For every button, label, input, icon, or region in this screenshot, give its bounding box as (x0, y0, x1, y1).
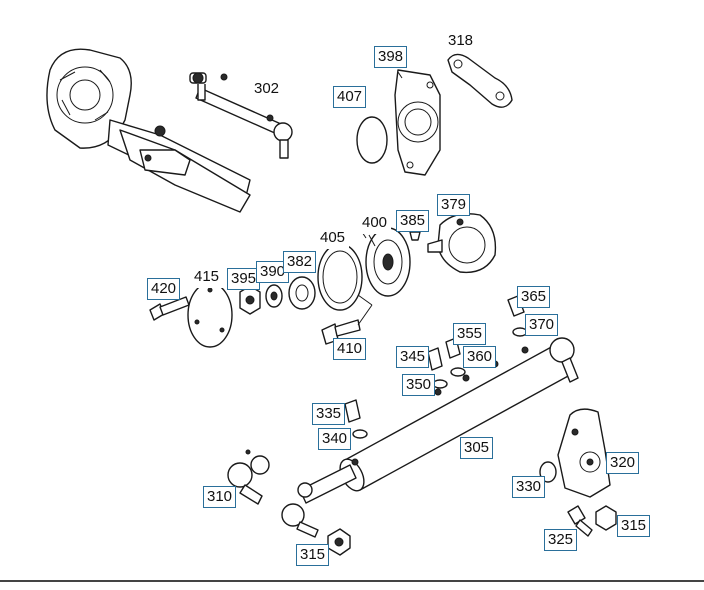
nut-315-left-drawing (327, 528, 351, 556)
fitting-365-drawing (507, 295, 525, 317)
callout-302: 302 (250, 78, 284, 100)
washer-390-drawing (265, 284, 283, 308)
callout-420: 420 (147, 278, 181, 300)
o-ring-407-drawing (356, 116, 388, 164)
callout-400: 400 (358, 212, 392, 234)
callout-360: 360 (463, 346, 497, 368)
callout-379: 379 (437, 194, 471, 216)
bushing-382-drawing (288, 276, 316, 310)
disc-400-drawing (365, 227, 411, 297)
tie-rod-302-drawing (189, 72, 293, 159)
rod-end-370-drawing (549, 337, 579, 383)
bolt-420-drawing (149, 296, 190, 321)
bolt-325-drawing (567, 505, 593, 537)
callout-395: 395 (227, 268, 261, 290)
callout-370: 370 (525, 314, 559, 336)
gasket-405-drawing (317, 243, 363, 311)
seal-360-drawing (450, 367, 466, 377)
callout-340: 340 (318, 428, 352, 450)
callout-325: 325 (544, 529, 578, 551)
callout-390: 390 (256, 261, 290, 283)
callout-330: 330 (512, 476, 546, 498)
callout-305: 305 (460, 437, 494, 459)
callout-345: 345 (396, 346, 430, 368)
callout-415: 415 (190, 266, 224, 288)
cover-415-drawing (187, 282, 233, 348)
callout-365: 365 (517, 286, 551, 308)
bracket-318-drawing (447, 53, 513, 108)
callout-355: 355 (453, 323, 487, 345)
seal-340-drawing (352, 429, 368, 439)
callout-407: 407 (333, 86, 367, 108)
callout-315-left: 315 (296, 544, 330, 566)
bracket-320-drawing (557, 408, 611, 498)
nut-315-right-drawing (595, 505, 617, 531)
callout-382: 382 (283, 251, 317, 273)
nut-395-drawing (239, 285, 261, 315)
callout-335: 335 (312, 403, 346, 425)
flange-398-drawing (394, 69, 441, 176)
callout-398: 398 (374, 46, 408, 68)
callout-350: 350 (402, 374, 436, 396)
callout-310: 310 (203, 486, 237, 508)
fitting-335-drawing (344, 399, 361, 423)
ball-joint-lower-drawing (281, 482, 319, 538)
bottom-border-line (0, 580, 704, 582)
callout-320: 320 (606, 452, 640, 474)
callout-405: 405 (316, 227, 350, 249)
leader-398 (397, 71, 403, 79)
ball-joint-310-drawing (227, 449, 270, 505)
callout-315-right: 315 (617, 515, 651, 537)
callout-385: 385 (396, 210, 430, 232)
callout-410: 410 (333, 338, 367, 360)
pump-379-drawing (427, 213, 497, 274)
fitting-345-drawing (427, 347, 443, 371)
axle-housing-drawing (46, 48, 251, 213)
callout-318: 318 (444, 30, 478, 52)
seal-350-drawing (432, 379, 448, 389)
key-385-drawing (409, 231, 421, 241)
